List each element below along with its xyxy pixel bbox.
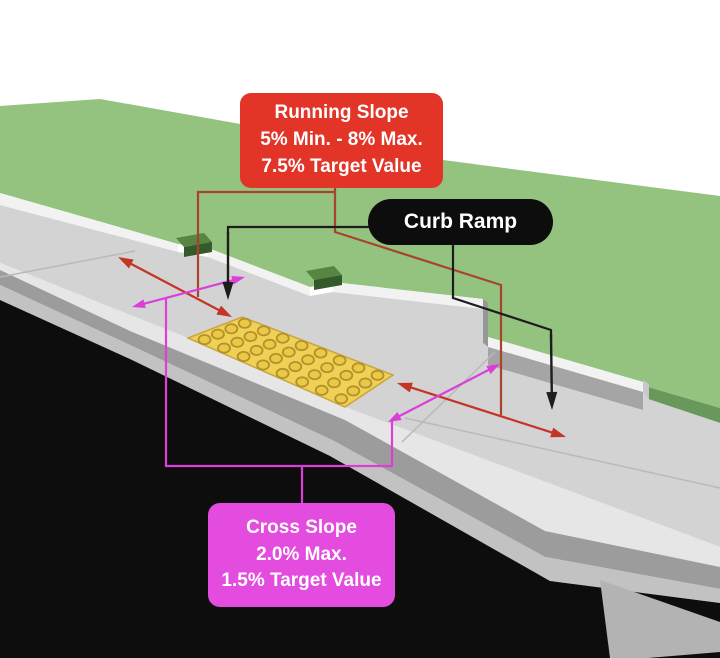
running-slope-title: Running Slope — [274, 102, 409, 124]
cross-slope-max: 2.0% Max. — [256, 543, 347, 565]
back-curb-strips — [0, 193, 649, 400]
grass-surface — [0, 99, 720, 408]
running-slope-callout: Running Slope 5% Min. - 8% Max. 7.5% Tar… — [240, 93, 443, 188]
curb-ramp-connector-left — [226, 225, 370, 234]
cross-slope-callout: Cross Slope 2.0% Max. 1.5% Target Value — [208, 503, 395, 607]
running-slope-target: 7.5% Target Value — [261, 155, 422, 177]
landing-step-face — [483, 299, 488, 347]
measurement-arrows — [118, 232, 566, 438]
curb-ramp-callout: Curb Ramp — [368, 199, 553, 245]
cross-slope-connector — [164, 299, 394, 468]
curb-ramp-title: Curb Ramp — [403, 210, 518, 234]
grass-edge-shadow — [648, 387, 720, 423]
running-slope-connector-right — [333, 192, 503, 415]
curb-gutter-bands — [0, 263, 720, 603]
running-slope-connector-left — [196, 188, 337, 297]
back-curb-face — [488, 347, 643, 410]
street-gutter-band — [600, 580, 720, 658]
truncated-dome-dots — [197, 317, 385, 405]
running-slope-range: 5% Min. - 8% Max. — [260, 129, 423, 151]
street-surface — [0, 300, 720, 658]
sidewalk-joint-lines — [0, 250, 720, 489]
cross-slope-title: Cross Slope — [246, 516, 357, 538]
cross-slope-target: 1.5% Target Value — [221, 570, 382, 592]
